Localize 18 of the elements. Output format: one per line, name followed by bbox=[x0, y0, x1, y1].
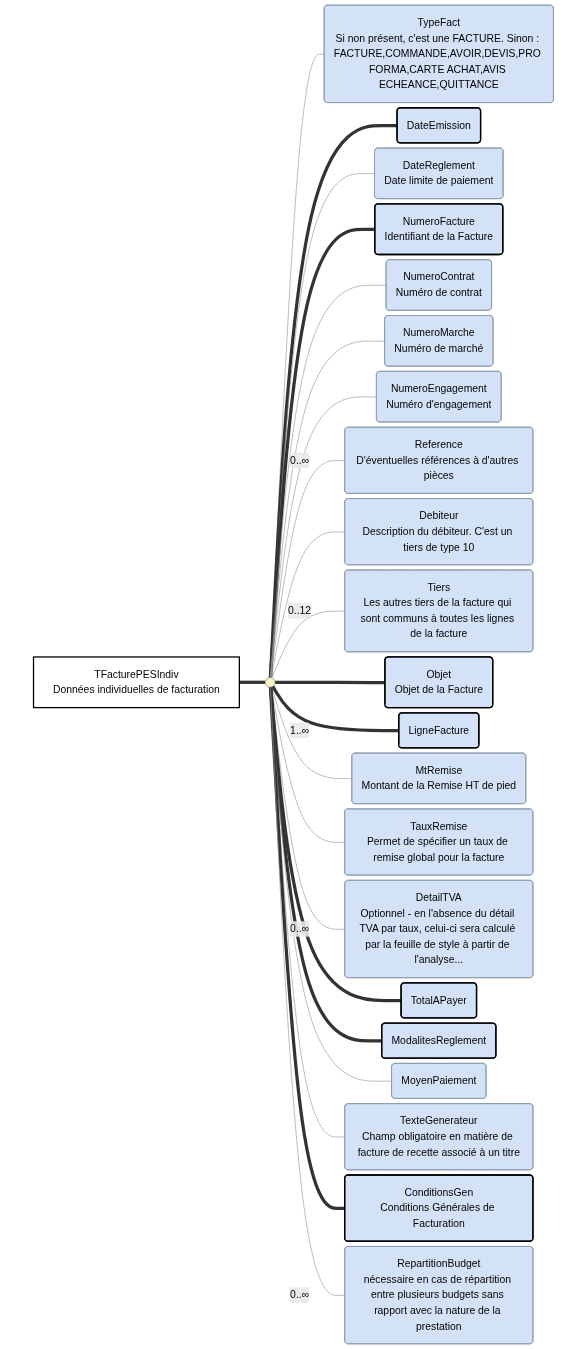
edge-label: 0..12 bbox=[288, 605, 312, 617]
connector bbox=[271, 610, 346, 679]
edge-label: 0..∞ bbox=[290, 454, 310, 466]
connector bbox=[268, 123, 398, 678]
connector bbox=[270, 460, 346, 678]
node-circle bbox=[265, 677, 276, 688]
connector bbox=[271, 686, 353, 779]
connector bbox=[270, 686, 393, 1082]
connector bbox=[270, 396, 378, 678]
connector bbox=[239, 680, 266, 684]
connector bbox=[269, 687, 402, 1003]
node-box: TFacturePESIndiv Données individuelles de facturation bbox=[32, 656, 240, 709]
edge-label: 0..∞ bbox=[290, 1289, 310, 1301]
connector bbox=[270, 686, 346, 1296]
edge-label: 1..∞ bbox=[290, 724, 310, 736]
edge-label: 0..∞ bbox=[290, 923, 310, 935]
connector bbox=[268, 687, 345, 1211]
connector bbox=[270, 531, 346, 678]
